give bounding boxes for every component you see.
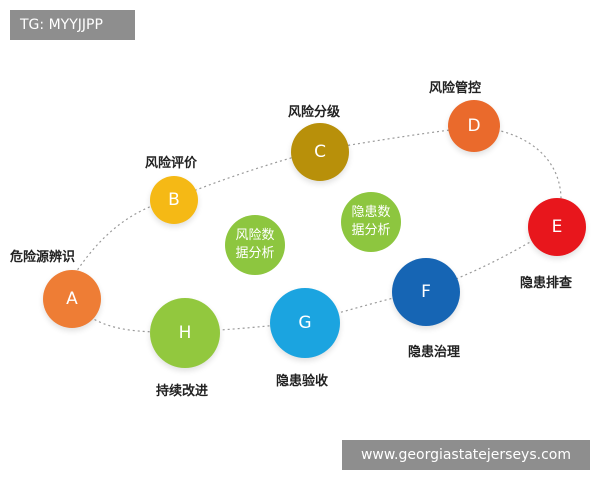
node-d: D bbox=[448, 100, 500, 152]
node-b: B bbox=[150, 176, 198, 224]
label-risk-control: 风险管控 bbox=[429, 81, 482, 96]
inner-risk-data-line2: 据分析 bbox=[235, 246, 275, 261]
node-a-letter: A bbox=[66, 288, 78, 309]
watermark-bottom-right: www.georgiastatejerseys.com bbox=[342, 440, 590, 470]
node-d-letter: D bbox=[467, 115, 481, 136]
inner-risk-data-line1: 风险数 bbox=[235, 228, 275, 243]
label-hazard-acceptance: 隐患验收 bbox=[276, 374, 329, 389]
watermark-top-left: TG: MYYJJPP bbox=[10, 10, 135, 40]
label-risk-evaluation: 风险评价 bbox=[145, 156, 198, 171]
node-g: G bbox=[270, 288, 340, 358]
node-f-letter: F bbox=[421, 281, 431, 302]
node-a: A bbox=[43, 270, 101, 328]
node-e: E bbox=[528, 198, 586, 256]
node-c-letter: C bbox=[314, 141, 326, 162]
label-continuous-improvement: 持续改进 bbox=[156, 384, 209, 399]
node-g-letter: G bbox=[298, 312, 312, 333]
node-h: H bbox=[150, 298, 220, 368]
inner-hazard-data-analysis: 隐患数 据分析 bbox=[341, 192, 401, 252]
inner-hazard-data-line1: 隐患数 bbox=[351, 205, 391, 220]
inner-hazard-data-line2: 据分析 bbox=[351, 223, 391, 238]
node-f: F bbox=[392, 258, 460, 326]
inner-risk-data-analysis: 风险数 据分析 bbox=[225, 215, 285, 275]
node-b-letter: B bbox=[168, 189, 180, 210]
label-hazard-rectification: 隐患治理 bbox=[408, 345, 461, 360]
node-c: C bbox=[291, 123, 349, 181]
label-risk-grading: 风险分级 bbox=[288, 105, 341, 120]
label-hazard-identification: 危险源辨识 bbox=[10, 250, 76, 265]
node-e-letter: E bbox=[551, 216, 563, 237]
label-hazard-inspection: 隐患排查 bbox=[520, 276, 573, 291]
node-h-letter: H bbox=[178, 322, 192, 343]
